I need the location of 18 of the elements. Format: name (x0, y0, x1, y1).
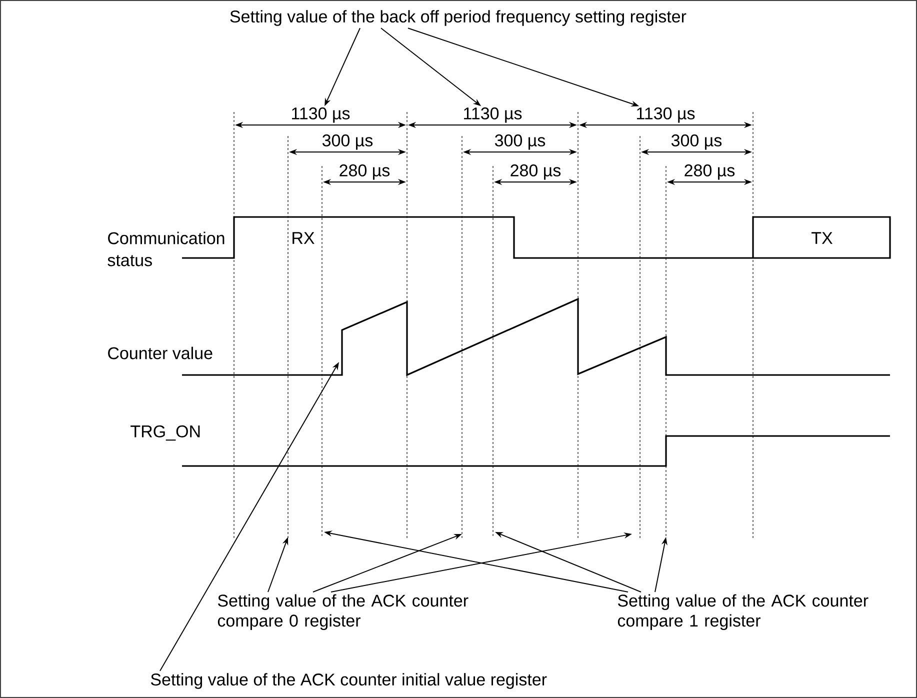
dimension-label: 280 µs (684, 164, 735, 180)
dimension-label: 300 µs (494, 134, 546, 150)
signal-label: Counter value (108, 346, 212, 360)
signal-label: Communication status (108, 232, 224, 266)
dimension-label: 1130 µs (637, 107, 695, 123)
dimension-label: 1130 µs (464, 107, 522, 123)
annotation-text: Setting value of the back off period frequency setting register (230, 10, 686, 26)
annotation-text: Setting value of the ACK counter initial value register (150, 673, 547, 689)
state-label: TX (812, 232, 833, 244)
dimension-label: 300 µs (322, 134, 373, 150)
dimension-label: 280 µs (510, 164, 561, 180)
annotation-text: Setting value of the ACK counter compare 0 register (218, 594, 468, 630)
dimension-label: 280 µs (340, 164, 390, 180)
signal-label: TRG_ON (130, 425, 200, 441)
dimension-label: 1130 µs (292, 107, 350, 123)
dimension-label: 300 µs (671, 134, 722, 150)
state-label: RX (292, 232, 314, 244)
annotation-text: Setting value of the ACK counter compare 1 register (618, 594, 868, 630)
